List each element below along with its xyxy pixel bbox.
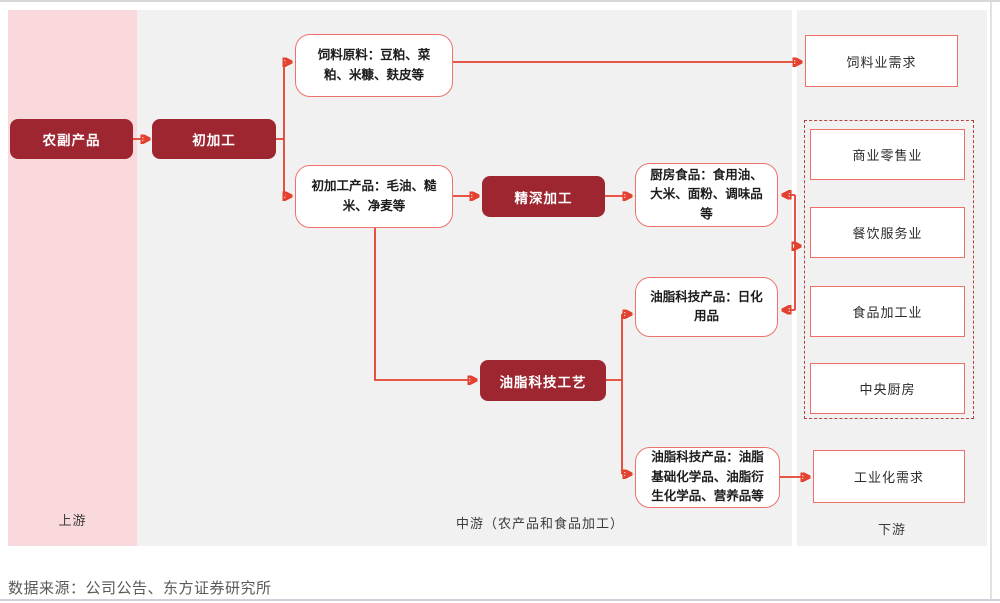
- node-feed-raw-materials: 饲料原料：豆粕、菜粕、米糠、麸皮等: [295, 34, 453, 97]
- top-border-line: [0, 0, 1000, 2]
- box-catering-services-label: 餐饮服务业: [852, 226, 923, 241]
- node-feed-raw-materials-label: 饲料原料：豆粕、菜粕、米糠、麸皮等: [317, 48, 431, 82]
- node-primary-products: 初加工产品：毛油、糙米、净麦等: [295, 165, 453, 228]
- midstream-zone-label: 中游（农产品和食品加工）: [455, 516, 624, 531]
- box-catering-services: 餐饮服务业: [810, 207, 965, 258]
- node-primary-processing: 初加工: [152, 119, 276, 159]
- box-commercial-retail: 商业零售业: [810, 129, 965, 180]
- data-source-text: 数据来源：公司公告、东方证券研究所: [8, 580, 272, 597]
- node-deep-processing-label: 精深加工: [514, 190, 573, 206]
- node-oleo-daily-products: 油脂科技产品：日化用品: [635, 277, 778, 337]
- right-border-line: [990, 2, 992, 599]
- node-oleo-tech-process: 油脂科技工艺: [480, 360, 606, 401]
- node-oleo-tech-process-label: 油脂科技工艺: [499, 374, 587, 390]
- box-commercial-retail-label: 商业零售业: [852, 148, 923, 163]
- box-food-processing: 食品加工业: [810, 286, 965, 337]
- upstream-panel: [8, 10, 137, 546]
- node-oleo-daily-products-label: 油脂科技产品：日化用品: [650, 289, 763, 323]
- node-oleo-chem-products-label: 油脂科技产品：油脂基础化学品、油脂衍生化学品、营养品等: [651, 450, 764, 504]
- bottom-border-line: [0, 599, 1000, 601]
- box-industrial-demand-label: 工业化需求: [853, 470, 924, 485]
- downstream-zone-label: 下游: [877, 522, 906, 537]
- node-oleo-chem-products: 油脂科技产品：油脂基础化学品、油脂衍生化学品、营养品等: [635, 447, 780, 508]
- node-primary-products-label: 初加工产品：毛油、糙米、净麦等: [311, 179, 437, 213]
- box-central-kitchen: 中央厨房: [810, 363, 965, 414]
- box-food-processing-label: 食品加工业: [852, 305, 923, 320]
- upstream-zone-label: 上游: [58, 513, 87, 528]
- node-kitchen-food: 厨房食品：食用油、大米、面粉、调味品等: [635, 163, 778, 227]
- box-feed-industry-demand-label: 饲料业需求: [846, 54, 917, 70]
- box-industrial-demand: 工业化需求: [813, 450, 965, 503]
- box-central-kitchen-label: 中央厨房: [859, 382, 916, 397]
- node-kitchen-food-label: 厨房食品：食用油、大米、面粉、调味品等: [650, 167, 763, 221]
- node-primary-processing-label: 初加工: [192, 133, 236, 148]
- node-farm-products: 农副产品: [10, 119, 133, 159]
- node-deep-processing: 精深加工: [482, 176, 605, 217]
- downstream-dashed-group: [804, 120, 974, 419]
- node-farm-products-label: 农副产品: [42, 133, 101, 148]
- box-feed-industry-demand: 饲料业需求: [805, 35, 958, 87]
